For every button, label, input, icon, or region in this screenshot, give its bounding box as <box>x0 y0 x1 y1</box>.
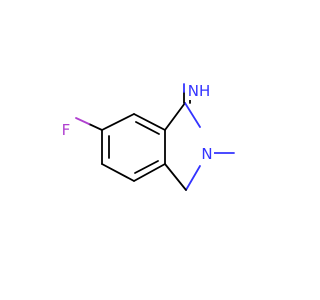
molecule-structure: F N NH <box>61 82 235 191</box>
bond-c4-c5 <box>133 163 166 182</box>
imine-atom-label: NH <box>188 82 211 100</box>
ring-nitrogen-label-bg <box>200 145 214 163</box>
ring-nitrogen-atom-label: N <box>201 145 212 163</box>
bond-c8-c4 <box>164 163 187 191</box>
imine-label-bg <box>187 82 211 100</box>
bond-c3-c7 <box>164 102 186 131</box>
bond-n-c8 <box>185 165 201 191</box>
bond-c1-f-carbon <box>88 123 103 131</box>
fluorine-label-bg <box>61 121 73 139</box>
bond-c1-f <box>75 117 90 125</box>
fluorine-atom-label: F <box>62 121 71 139</box>
aromatic-bond-inner-2 <box>134 160 159 174</box>
bond-c5-c6 <box>101 163 135 182</box>
bond-c1-c2 <box>101 113 135 131</box>
aromatic-bond-inner-1 <box>135 121 160 135</box>
bond-c2-c3 <box>133 113 166 131</box>
bond-c7-n <box>184 102 201 128</box>
